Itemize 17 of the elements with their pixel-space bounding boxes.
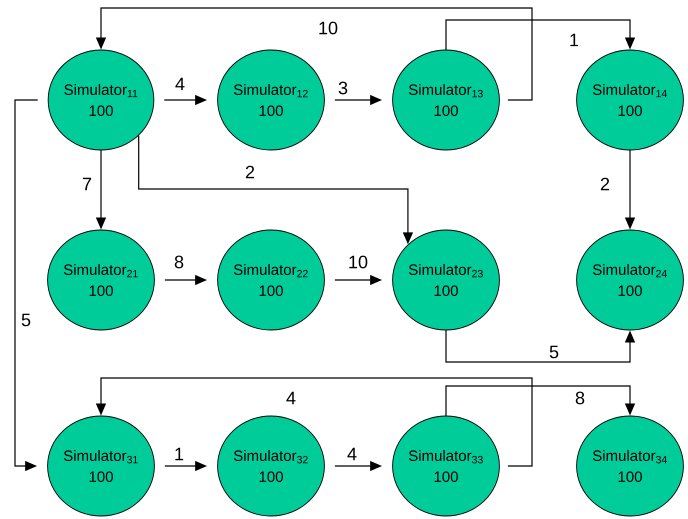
edge-label: 7 bbox=[82, 178, 92, 190]
edge-label: 10 bbox=[319, 22, 338, 34]
edge-label: 4 bbox=[347, 448, 356, 460]
edge-label: 8 bbox=[174, 256, 184, 268]
edge-label: 1 bbox=[175, 448, 184, 460]
edge-label: 1 bbox=[570, 34, 578, 46]
edge-label: 3 bbox=[338, 82, 348, 94]
edge-label: 2 bbox=[246, 166, 254, 178]
edge-label: 5 bbox=[22, 314, 30, 326]
edge-label: 10 bbox=[349, 256, 368, 268]
arrow bbox=[445, 19, 636, 50]
edge-label: 2 bbox=[600, 178, 610, 190]
edge-label: 4 bbox=[286, 392, 296, 404]
arrow bbox=[445, 385, 636, 416]
edge-label: 8 bbox=[576, 392, 584, 404]
edge-label: 5 bbox=[550, 346, 558, 358]
edge-label: 4 bbox=[175, 78, 184, 90]
